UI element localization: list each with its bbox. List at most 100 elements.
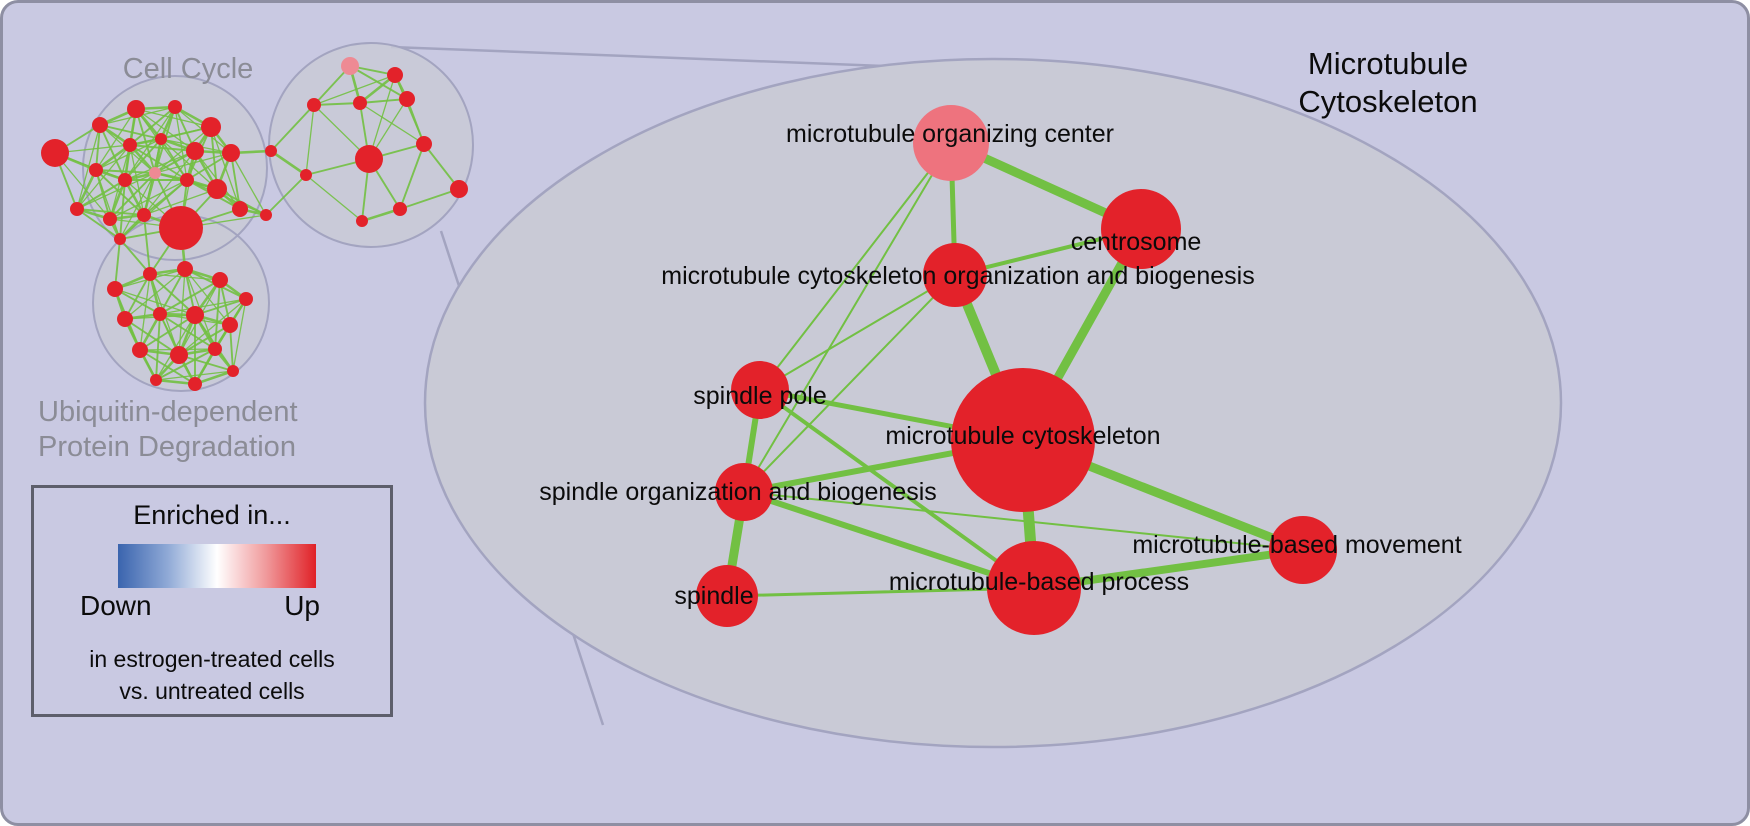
overview-edge — [95, 143, 131, 172]
overview-edge — [124, 150, 196, 181]
network-diagram: microtubule organizing centercentrosomem… — [38, 42, 1563, 749]
overview-node — [127, 100, 145, 118]
overview-edge — [76, 208, 121, 240]
overview-node — [387, 67, 403, 83]
overview-edge — [129, 144, 196, 152]
node-label-spn: spindle — [674, 582, 753, 610]
overview-edge — [114, 238, 121, 290]
overview-node — [212, 272, 228, 288]
overview-node — [137, 208, 151, 222]
node-label-so: spindle organization and biogenesis — [539, 478, 937, 506]
legend-box: Enriched in... Down Up in estrogen-treat… — [31, 485, 393, 717]
overview-edge — [159, 268, 186, 315]
overview-node — [260, 209, 272, 221]
microtubule-circle-fill — [269, 43, 473, 247]
overview-edge — [232, 298, 247, 372]
overview-node — [168, 100, 182, 114]
overview-node — [353, 96, 367, 110]
overview-node — [188, 377, 202, 391]
overview-node — [107, 281, 123, 297]
overview-edge — [124, 106, 176, 181]
overview-edge — [406, 98, 425, 145]
overview-edge — [124, 268, 186, 320]
overview-edge — [76, 172, 156, 210]
overview-node — [207, 179, 227, 199]
overview-node — [222, 317, 238, 333]
node-mc — [951, 368, 1095, 512]
overview-node — [450, 180, 468, 198]
overview-edge — [54, 152, 111, 220]
node-label-mbp: microtubule-based process — [889, 568, 1189, 596]
legend-down-label: Down — [80, 590, 152, 621]
overview-edge — [119, 172, 156, 240]
overview-edge — [139, 314, 196, 351]
overview-node — [356, 215, 368, 227]
overview-node — [89, 163, 103, 177]
node-label-sp: spindle pole — [693, 382, 826, 410]
node-sp — [731, 361, 789, 419]
legend-footnote-line2: vs. untreated cells — [119, 678, 305, 704]
overview-node — [201, 117, 221, 137]
overview-node — [355, 145, 383, 173]
cell-cycle-label: Cell Cycle — [123, 53, 254, 85]
overview-node — [416, 136, 432, 152]
overview-node — [41, 139, 69, 167]
overview-edge — [178, 298, 247, 356]
overview-node — [92, 117, 108, 133]
main-cluster-title: Microtubule Cytoskeleton — [1298, 46, 1478, 119]
node-mbp — [987, 541, 1081, 635]
overview-node — [149, 167, 161, 179]
overview-edge — [159, 279, 221, 315]
microtubule-circle — [268, 42, 474, 248]
overview-node — [341, 57, 359, 75]
overview-edge — [76, 179, 126, 210]
overview-edge — [423, 143, 460, 190]
overview-node — [143, 267, 157, 281]
ubiquitin-label-line1: Ubiquitin-dependent — [38, 396, 298, 428]
overview-edge — [313, 74, 396, 106]
overview-edge — [95, 108, 137, 171]
edge-mco-so — [743, 274, 956, 493]
overview-node — [177, 261, 193, 277]
node-cen — [1101, 189, 1181, 269]
node-spn — [696, 565, 758, 627]
overview-edge — [155, 313, 161, 381]
overview-edge — [124, 273, 151, 320]
overview-edge — [76, 124, 101, 210]
legend-title: Enriched in... — [133, 500, 291, 530]
overview-node — [208, 342, 222, 356]
edge-so-mbp — [741, 489, 1037, 591]
overview-edge — [129, 106, 176, 146]
overview-node — [103, 212, 117, 226]
overview-edge — [95, 169, 121, 240]
overview-node — [239, 292, 253, 306]
node-so — [715, 463, 773, 521]
overview-node — [307, 98, 321, 112]
edge-mco-sp — [759, 274, 956, 391]
overview-edge — [124, 138, 162, 181]
node-mco — [923, 243, 987, 307]
overview-node — [300, 169, 312, 181]
overview-node — [118, 173, 132, 187]
overview-node — [155, 133, 167, 145]
overview-edge — [95, 138, 162, 171]
overview-edge — [214, 279, 221, 350]
overview-node — [159, 206, 203, 250]
overview-edge — [399, 143, 425, 210]
legend-up-label: Up — [284, 590, 320, 621]
edge-moc-so — [743, 142, 952, 493]
overview-node — [393, 202, 407, 216]
overview-edge — [149, 273, 196, 316]
legend-footnote-line1: in estrogen-treated cells — [89, 646, 335, 672]
overview-node — [153, 307, 167, 321]
overview-edge — [270, 149, 307, 177]
overview-edge — [76, 208, 145, 216]
overview-node — [117, 311, 133, 327]
overview-node — [265, 145, 277, 157]
node-moc — [913, 105, 989, 181]
overview-node — [123, 138, 137, 152]
edge-spn-mbp — [725, 586, 1036, 598]
overview-edge — [155, 370, 234, 381]
node-label-moc: microtubule organizing center — [786, 120, 1114, 148]
